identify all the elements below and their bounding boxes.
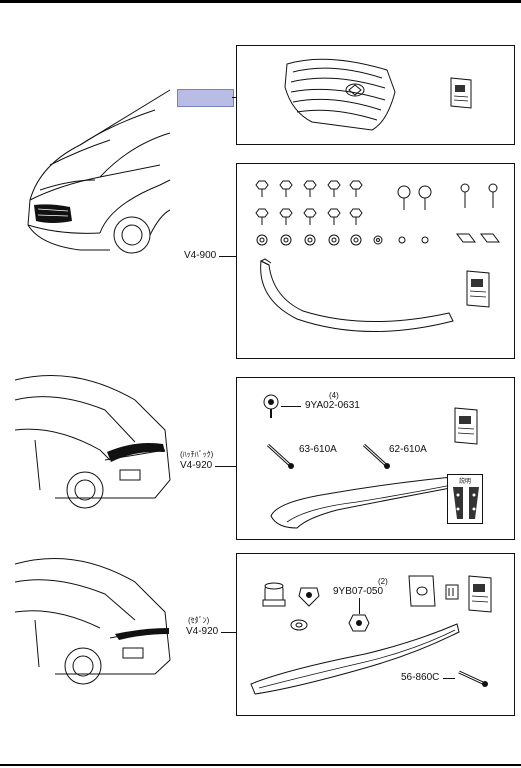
pad-icon (408, 575, 436, 607)
instruction-sheet-icon (454, 407, 478, 445)
pin-code-b: 62-610A (389, 444, 427, 455)
nut-quantity: (2) (378, 577, 388, 586)
grille-illustration (284, 58, 396, 131)
bottom-rule (0, 764, 521, 766)
template-sheet: 説明 (447, 474, 483, 524)
hatchback-car-illustration (14, 375, 171, 509)
bolt-quantity: (4) (329, 391, 339, 400)
bolt-leader (281, 406, 301, 407)
nut-part-code: 9YB07-050 (333, 586, 384, 597)
screw-row-1 (255, 180, 363, 197)
pin-icon-63 (266, 443, 294, 469)
pin-icon-56 (458, 670, 488, 687)
fastener-grid (255, 180, 500, 246)
front-car-illustration (27, 89, 171, 254)
part-number-v4-920-hatch: V4-920 (180, 460, 213, 471)
rear-spoiler-hatch (270, 475, 464, 529)
part-number-leader (221, 632, 236, 633)
front-spoiler-box (236, 163, 515, 359)
clip-icon (298, 587, 320, 607)
top-rule (0, 0, 521, 3)
pin-icon-62 (362, 443, 390, 469)
bolt-part-code: 9YA02-0631 (305, 400, 360, 411)
part-number-leader (215, 466, 236, 467)
part-highlight-marker (177, 89, 234, 107)
grommet-icon (262, 582, 286, 607)
tapping-screw-pair (460, 183, 498, 208)
nut-leader (359, 598, 360, 614)
grille-box (236, 45, 515, 145)
highlight-leader (232, 97, 238, 98)
template-shapes (453, 487, 479, 519)
washer-icon (290, 619, 308, 631)
pin-leader (443, 678, 455, 679)
variant-label-sedan: (ｾﾀﾞﾝ) (188, 616, 210, 625)
bolt-icon (263, 394, 279, 418)
pin-code-sedan: 56-860C (401, 672, 440, 683)
sedan-car-illustration (14, 557, 171, 685)
clip-pair (456, 233, 500, 243)
pin-code-a: 63-610A (299, 444, 337, 455)
instruction-sheet-icon (468, 575, 492, 613)
part-number-leader (219, 256, 236, 257)
variant-label-hatchback: (ﾊｯﾁﾊﾞｯｸ) (180, 450, 214, 459)
front-lip-spoiler (259, 258, 454, 333)
sedan-spoiler-box: (2) 9YB07-050 56-860C (236, 553, 515, 716)
screw-row-2 (255, 208, 363, 225)
rear-spoiler-sedan (250, 623, 460, 695)
hatchback-spoiler-box: (4) 9YA02-0631 63-610A 62-610A 説明 (236, 377, 515, 540)
nut-row (256, 234, 429, 246)
small-label-icon (445, 584, 459, 600)
instruction-sheet-icon (450, 77, 472, 109)
flange-nut-icon (348, 614, 370, 632)
part-number-v4-900: V4-900 (184, 250, 217, 261)
template-sheet-label: 説明 (459, 479, 472, 485)
bolt-pair (397, 185, 432, 210)
part-number-v4-920-sedan: V4-920 (186, 626, 219, 637)
instruction-sheet-icon (466, 270, 490, 308)
